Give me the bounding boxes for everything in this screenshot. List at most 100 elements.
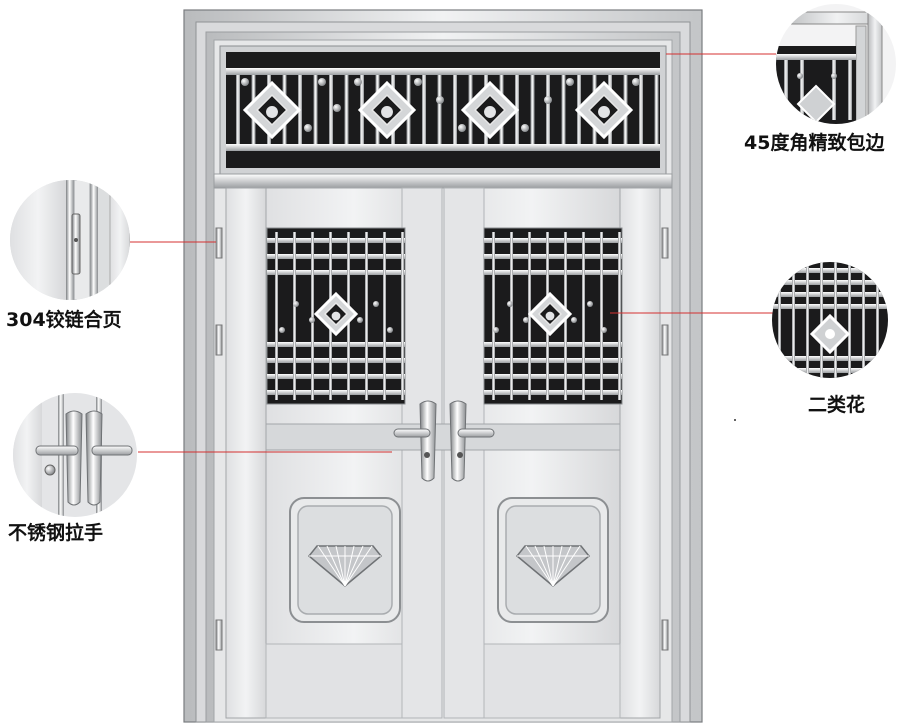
transom-knob: [521, 124, 529, 132]
label-flower: 二类花: [808, 394, 866, 416]
window-hbar: [484, 270, 622, 275]
gem-facet: [344, 545, 355, 587]
flower-vbar: [820, 262, 823, 378]
window-vbar: [618, 232, 621, 400]
transom-knob: [566, 78, 574, 86]
window-knob: [309, 317, 315, 323]
window-hbar: [267, 254, 405, 259]
transom-knob: [436, 96, 444, 104]
transom-bar: [329, 75, 333, 144]
right-handle: [449, 400, 495, 482]
window-vbar: [383, 232, 386, 400]
window-vbar: [401, 232, 404, 400]
window-knob: [357, 317, 363, 323]
window-knob: [507, 301, 513, 307]
window-vbar: [275, 232, 278, 400]
diamond-center: [598, 106, 610, 118]
window-vbar: [600, 232, 603, 400]
window-knob: [571, 317, 577, 323]
window-vbar: [528, 232, 531, 400]
gem-facet: [534, 545, 554, 587]
gem-facet: [552, 545, 572, 587]
lower-decor-panels: [289, 497, 609, 623]
transom-knob: [333, 104, 341, 112]
gem-facet: [525, 545, 554, 587]
window-hbar: [484, 390, 622, 395]
window-vbar: [311, 232, 314, 400]
flower-vbar: [862, 262, 865, 378]
transom-knob: [544, 96, 552, 104]
window-hbar: [267, 238, 405, 243]
transom-knob: [458, 124, 466, 132]
flower-hbar: [772, 280, 888, 285]
right-window-grille: [483, 227, 623, 405]
leader-lines: [128, 53, 776, 453]
transom-bar: [453, 75, 457, 144]
window-hbar: [267, 342, 405, 347]
window-vbar: [365, 232, 368, 400]
gem-facet: [543, 545, 554, 587]
diamond-center: [331, 311, 341, 321]
gem-facet: [335, 545, 346, 587]
window-hbar: [484, 254, 622, 259]
window-knob: [279, 327, 285, 333]
transom-grille: [219, 45, 667, 175]
left-window-grille: [266, 227, 406, 405]
left-handle: [393, 400, 437, 482]
door-handles: [393, 400, 495, 482]
gem-facet: [317, 545, 346, 587]
flower-vbar: [778, 262, 781, 378]
transom-bar: [561, 75, 566, 144]
window-knob: [523, 317, 529, 323]
window-hbar: [267, 358, 405, 363]
window-knob: [493, 327, 499, 333]
transom-knob: [632, 78, 640, 86]
diamond-center: [545, 311, 555, 321]
window-knob: [587, 301, 593, 307]
transom-knob: [414, 78, 422, 86]
transom-knob: [304, 124, 312, 132]
transom-bar: [639, 75, 643, 144]
diamond-center: [381, 106, 393, 118]
transom-bar: [236, 75, 240, 144]
flower-vbar: [792, 262, 795, 378]
window-hbar: [484, 358, 622, 363]
transom-knob: [318, 78, 326, 86]
transom-bar: [422, 75, 426, 144]
window-hbar: [484, 238, 622, 243]
window-vbar: [582, 232, 585, 400]
window-hbar: [267, 270, 405, 275]
gem-facet: [326, 545, 346, 587]
hinge-callout-image: [10, 180, 130, 300]
label-handle: 不锈钢拉手: [8, 522, 104, 544]
frame-edge-callout-image: [776, 4, 896, 124]
gem-facet: [344, 545, 373, 587]
flower-vbar: [876, 262, 879, 378]
flower-hbar: [772, 268, 888, 273]
transom-knob: [241, 78, 249, 86]
window-vbar: [492, 232, 495, 400]
transom-bar: [437, 75, 442, 144]
label-frame-edge: 45度角精致包边: [744, 132, 885, 154]
diamond-center: [484, 106, 496, 118]
window-knob: [387, 327, 393, 333]
label-hinge: 304铰链合页: [6, 309, 122, 331]
window-hbar: [267, 390, 405, 395]
transom-rail: [213, 173, 673, 189]
gem-facet: [552, 545, 563, 587]
flower-hbar: [772, 356, 888, 361]
transom-knob: [354, 78, 362, 86]
window-vbar: [510, 232, 513, 400]
stray-dot: [734, 419, 736, 421]
window-knob: [373, 301, 379, 307]
handle-callout-image: [13, 393, 137, 517]
window-hbar: [484, 342, 622, 347]
window-knob: [293, 301, 299, 307]
window-hbar: [267, 374, 405, 379]
window-vbar: [293, 232, 296, 400]
transom-bar: [530, 75, 535, 144]
flower-hbar: [772, 368, 888, 373]
flower-hbar: [772, 304, 888, 309]
transom-bar: [344, 75, 349, 144]
